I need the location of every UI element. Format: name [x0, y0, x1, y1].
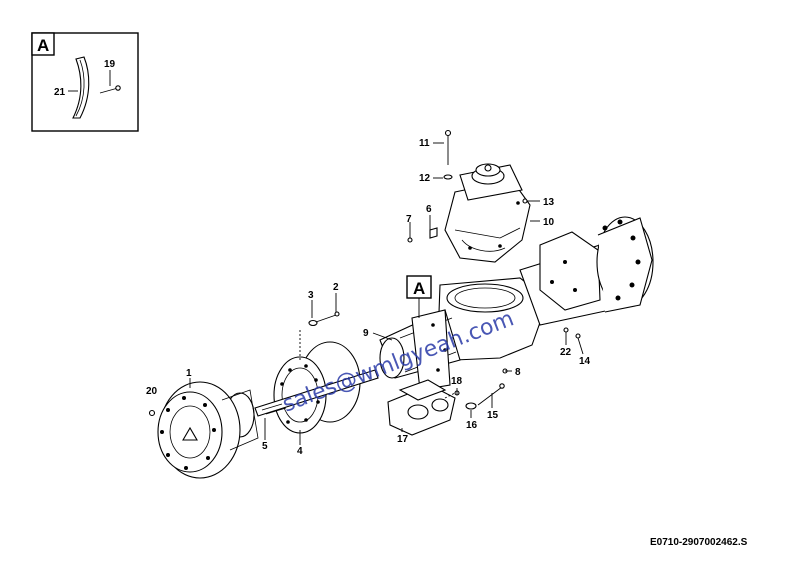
differential-carrier — [429, 163, 531, 263]
detail-marker-a: A — [406, 275, 432, 318]
callout-8: 8 — [515, 367, 521, 378]
callout-22: 22 — [560, 347, 572, 358]
callout-1: 1 — [186, 368, 192, 379]
plug-14 — [575, 333, 581, 339]
callout-9: 9 — [363, 328, 369, 339]
callout-2: 2 — [333, 282, 339, 293]
figure-code: E0710-2907002462.S — [650, 537, 748, 548]
wheel-hub — [157, 381, 259, 479]
callout-13: 13 — [543, 197, 555, 208]
callout-3: 3 — [308, 290, 314, 301]
callout-11: 11 — [419, 138, 430, 149]
callout-21: 21 — [54, 87, 66, 98]
callout-4: 4 — [297, 446, 303, 457]
callout-18: 18 — [451, 376, 463, 387]
pin-7 — [407, 237, 413, 243]
axle-housing — [379, 216, 654, 391]
callout-15: 15 — [487, 410, 499, 421]
leader-lines — [189, 200, 584, 445]
plug-22 — [563, 327, 569, 333]
plug-20 — [148, 409, 156, 417]
callout-numbers: 1 2 3 4 5 6 7 8 9 10 11 12 13 14 15 16 1… — [146, 138, 591, 457]
callout-10: 10 — [543, 217, 555, 228]
callout-14: 14 — [579, 356, 591, 367]
callout-17: 17 — [397, 434, 409, 445]
callout-20: 20 — [146, 386, 158, 397]
callout-12: 12 — [419, 173, 431, 184]
marker-label: A — [413, 279, 425, 298]
callout-16: 16 — [466, 420, 478, 431]
callout-19: 19 — [104, 59, 116, 70]
inset-label: A — [37, 36, 49, 55]
inset-detail-a: A 19 21 — [31, 32, 139, 132]
bolt-11-washer-12 — [433, 129, 453, 180]
drive-shaft — [254, 369, 379, 417]
plug-13 — [522, 198, 528, 204]
callout-6: 6 — [426, 204, 432, 215]
callout-7: 7 — [406, 214, 412, 225]
callout-5: 5 — [262, 441, 268, 452]
bolt-2-washer-3 — [299, 311, 340, 360]
brake-caliper — [387, 379, 456, 436]
